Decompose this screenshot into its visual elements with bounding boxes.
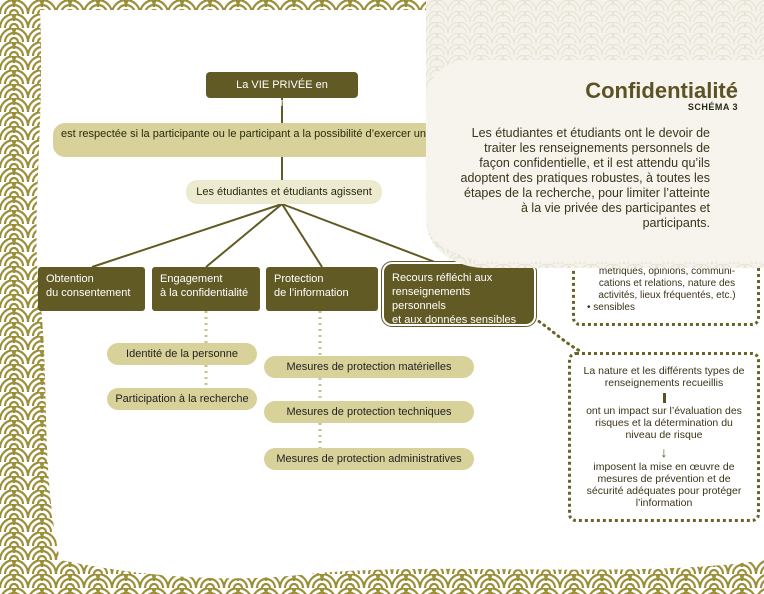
- subitem-participation: Participation à la recherche: [107, 388, 257, 410]
- sensitive-data-note-bullet: • sensibles: [587, 302, 635, 313]
- title-node: La VIE PRIVÉE en recherche...: [206, 72, 358, 109]
- respect-statement-node: est respectée si la participante ou le p…: [53, 123, 453, 157]
- students-act-node: Les étudiantes et étudiants agissent: [186, 180, 382, 204]
- category-protection-line-2: de l’information: [274, 287, 349, 299]
- flow-step-3: imposent la mise en œuvre de mesures de …: [586, 461, 742, 509]
- category-recourse-line-3: et aux données sensibles: [392, 314, 517, 326]
- confidentiality-panel-background: [426, 0, 764, 268]
- sensitive-data-note: métriques, opinions, communi-cations et …: [572, 262, 760, 326]
- subitem-identity: Identité de la personne: [107, 343, 257, 365]
- category-confidentiality-commitment: Engagement à la confidentialité: [152, 267, 260, 311]
- flow-step-1: La nature et les différents types de ren…: [583, 365, 745, 389]
- risk-flow-box: La nature et les différents types de ren…: [568, 352, 760, 522]
- sensitive-data-note-text: métriques, opinions, communi-cations et …: [598, 266, 736, 301]
- subitem-administrative-protection: Mesures de protection administratives: [264, 448, 474, 470]
- category-commitment-line-2: à la confidentialité: [160, 287, 249, 299]
- category-consent: Obtention du consentement: [38, 267, 145, 311]
- connector-bar-icon: [662, 393, 666, 403]
- category-consent-line-2: du consentement: [46, 287, 131, 299]
- panel-body: Les étudiantes et étudiants ont le devoi…: [460, 126, 710, 230]
- subitem-technical-protection: Mesures de protection techniques: [264, 401, 474, 423]
- category-recourse-line-1: Recours réfléchi aux: [392, 272, 493, 284]
- category-recourse-line-2: renseignements personnels: [392, 286, 471, 312]
- panel-subtitle: SCHÉMA 3: [687, 102, 738, 112]
- panel-title: Confidentialité: [585, 78, 738, 103]
- category-protection-line-1: Protection: [274, 273, 324, 285]
- category-commitment-line-1: Engagement: [160, 273, 223, 285]
- arrow-down-icon: ↓: [660, 444, 668, 460]
- category-consent-line-1: Obtention: [46, 273, 94, 285]
- category-information-protection: Protection de l’information: [266, 267, 378, 311]
- subitem-material-protection: Mesures de protection matérielles: [264, 356, 474, 378]
- flow-step-2: ont un impact sur l’évaluation des risqu…: [586, 405, 742, 441]
- category-sensitive-data-recourse: Recours réfléchi aux renseignements pers…: [384, 264, 534, 326]
